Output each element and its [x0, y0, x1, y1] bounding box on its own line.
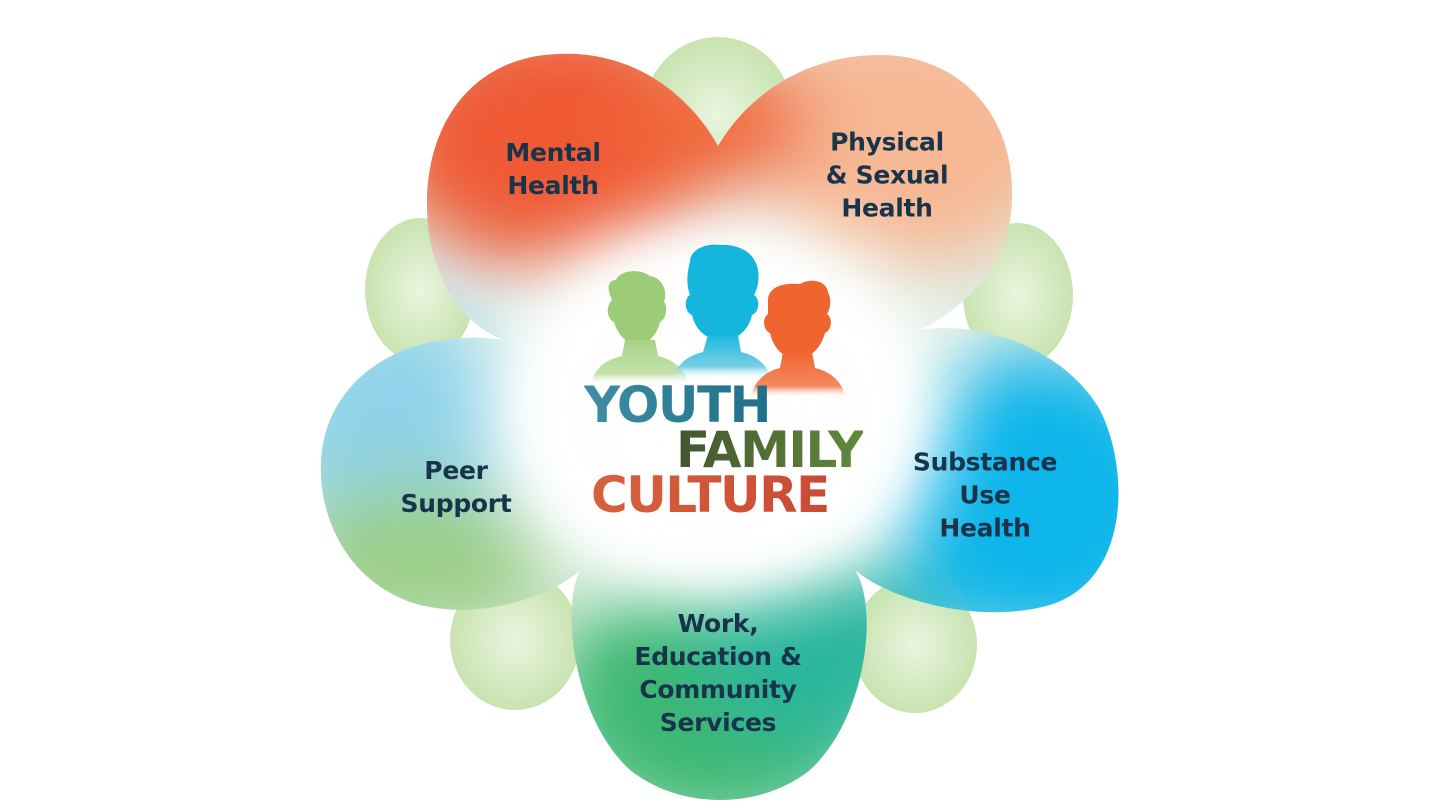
person-orange-icon: [750, 280, 846, 398]
center-word-culture: CULTURE: [591, 466, 830, 524]
petal-label-work-education-community: Work, Education & Community Services: [634, 609, 802, 737]
center-word-family: FAMILY: [676, 421, 864, 479]
petal-label-physical-sexual-health: Physical & Sexual Health: [825, 127, 949, 223]
center-word-youth: YOUTH: [584, 376, 771, 434]
petal-label-mental-health: Mental Health: [505, 138, 601, 200]
person-blue-icon: [672, 244, 772, 380]
petal-label-substance-use-health: Substance Use Health: [912, 447, 1058, 543]
petal-label-peer-support: Peer Support: [400, 456, 512, 518]
person-green-icon: [590, 271, 690, 385]
